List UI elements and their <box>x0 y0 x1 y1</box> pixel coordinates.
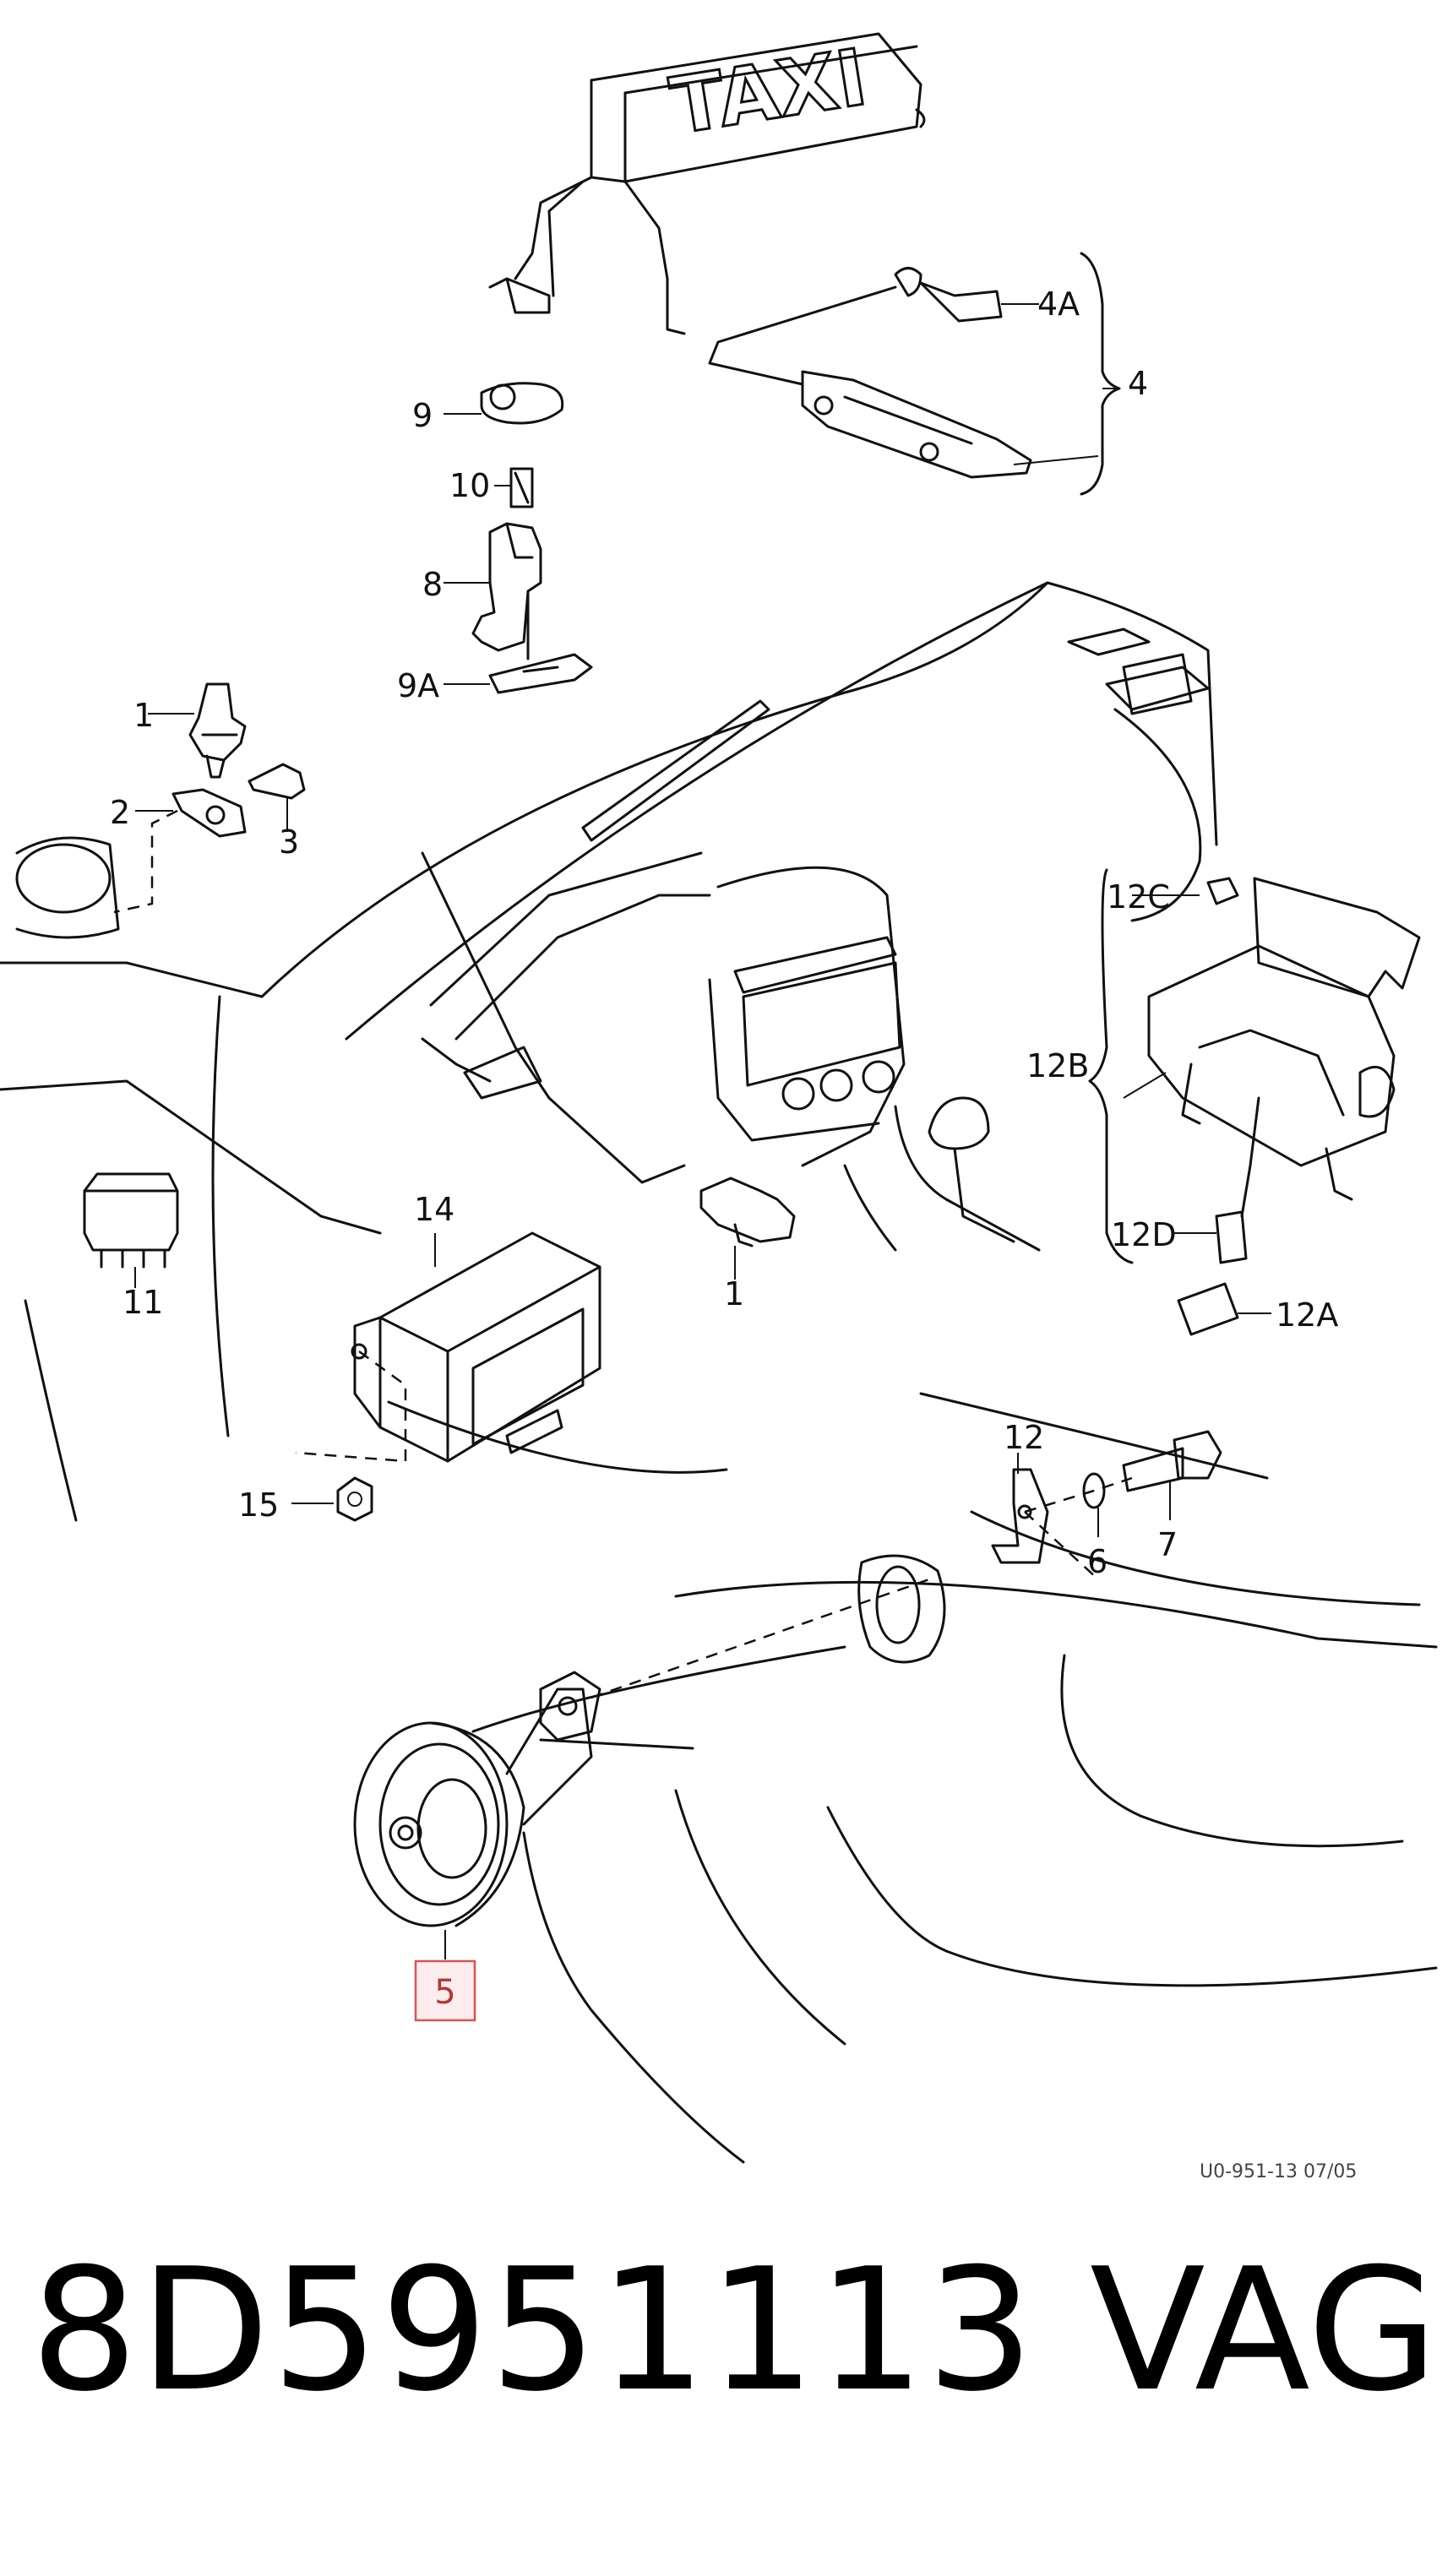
parts-diagram: TAXI <box>0 30 1438 2182</box>
callout-9: 9 <box>412 397 433 434</box>
callout-3: 3 <box>279 823 299 861</box>
taxi-sign: TAXI <box>488 30 926 335</box>
switch-bracket-group <box>113 682 306 914</box>
brand-label: VAG <box>1090 2232 1439 2429</box>
callout-1-lower: 1 <box>724 1275 744 1312</box>
callout-12d: 12D <box>1111 1216 1177 1253</box>
taxi-sign-text: TAXI <box>665 32 873 152</box>
mount-12-assembly <box>1088 868 1421 1336</box>
bracket-washer-bolt <box>991 1430 1222 1580</box>
callout-4a: 4A <box>1037 285 1080 323</box>
callout-12b: 12B <box>1026 1047 1089 1084</box>
callout-12a: 12A <box>1276 1296 1338 1334</box>
callout-15: 15 <box>238 1486 279 1524</box>
callout-4: 4 <box>1128 365 1148 402</box>
callout-14: 14 <box>414 1191 454 1228</box>
callout-6: 6 <box>1087 1543 1107 1580</box>
mount-group-9-10-8 <box>444 382 593 694</box>
callout-12: 12 <box>1004 1419 1044 1456</box>
callout-2: 2 <box>110 794 130 831</box>
highlighted-callout-5[interactable]: 5 <box>414 1959 476 2022</box>
callout-labels: 4A 4 9 10 8 9A 1 2 3 12C 12B 12D 12A 14 … <box>110 285 1338 1580</box>
switch-1-lower <box>699 1177 796 1280</box>
callout-12c: 12C <box>1107 878 1170 916</box>
highlighted-callout-label: 5 <box>434 1973 455 2012</box>
callout-10: 10 <box>449 467 490 504</box>
callout-8: 8 <box>422 566 443 603</box>
reference-code: U0-951-13 07/05 <box>1200 2161 1357 2182</box>
light-bar-assembly <box>708 252 1121 496</box>
control-unit-14 <box>291 1231 601 1522</box>
horn-5 <box>353 1578 930 1959</box>
callout-7: 7 <box>1157 1526 1178 1563</box>
callout-9a: 9A <box>397 667 439 704</box>
callout-1-top: 1 <box>133 697 154 734</box>
relay-11 <box>83 1172 179 1288</box>
part-number: 8D5951113 <box>30 2232 1036 2429</box>
dashboard-outline <box>0 581 1438 2164</box>
callout-11: 11 <box>122 1284 163 1321</box>
